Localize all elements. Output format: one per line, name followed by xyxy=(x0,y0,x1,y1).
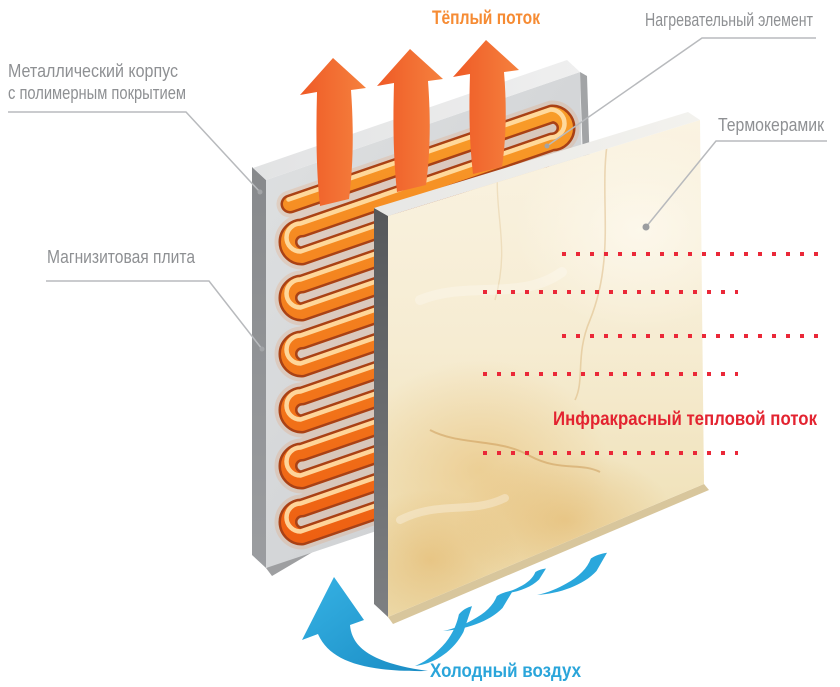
label-infrared-flow: Инфракрасный тепловой поток xyxy=(553,408,817,430)
warm-flow-arrows xyxy=(300,40,519,206)
up-arrow-icon xyxy=(300,58,366,206)
infrared-rays xyxy=(483,252,818,455)
label-thermoceramic: Термокерамик xyxy=(718,114,825,135)
label-heating-element: Нагревательный элемент xyxy=(645,9,813,30)
leader-line xyxy=(8,111,261,193)
label-warm-flow: Тёплый поток xyxy=(432,7,540,29)
leader-dot xyxy=(257,189,263,195)
leader-dot xyxy=(544,143,550,149)
curved-up-arrow-icon xyxy=(302,577,428,672)
leader-line xyxy=(46,280,263,350)
air-swoosh-icon xyxy=(415,606,472,666)
leader-dot xyxy=(259,346,265,352)
label-metal-case-line2: с полимерным покрытием xyxy=(8,82,186,103)
metal-panel-left-edge xyxy=(252,167,266,568)
label-cold-air: Холодный воздух xyxy=(430,660,581,682)
ceramic-top-edge xyxy=(374,112,700,216)
labels: Тёплый поток Нагревательный элемент Мета… xyxy=(8,7,825,682)
ceramic-panel xyxy=(374,112,709,624)
ceramic-left-edge xyxy=(374,208,388,617)
leader-line xyxy=(645,140,827,228)
ceramic-underside xyxy=(388,484,709,624)
up-arrow-icon xyxy=(453,40,519,174)
leader-lines xyxy=(8,37,827,352)
leader-line xyxy=(546,37,816,147)
label-magnesite-plate: Магнизитовая плита xyxy=(47,246,196,267)
label-metal-case-line1: Металлический корпус xyxy=(8,60,178,81)
leader-dot xyxy=(642,223,650,231)
air-swoosh-icon xyxy=(537,552,607,595)
cold-air-arrows xyxy=(302,552,607,672)
up-arrow-icon xyxy=(377,49,443,192)
